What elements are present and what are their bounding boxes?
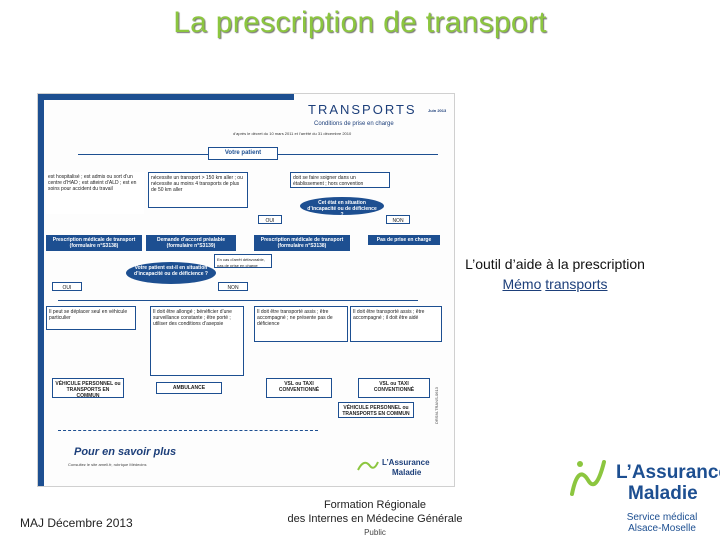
logo-name: Maladie [628, 483, 698, 504]
non-label-2: NON [218, 282, 248, 291]
memo-link-word[interactable]: Mémo [502, 276, 542, 292]
assurance-maladie-logo: L’Assurance Maladie [566, 450, 720, 510]
service-medical-label: Service médical Alsace-Moselle [612, 512, 712, 534]
tool-description: L’outil d’aide à la prescription Mémo tr… [430, 254, 680, 294]
oui-label-2: OUI [52, 282, 82, 291]
memo-header-date: Juin 2013 [428, 108, 447, 113]
footnote-divider [58, 430, 318, 431]
criteria-hors-convention-box: doit se faire soigner dans un établissem… [290, 172, 390, 188]
result-vehicule-personnel-2: VÉHICULE PERSONNEL ou TRANSPORTS EN COMM… [338, 402, 414, 418]
memo-transports-link[interactable]: Mémo transports [430, 274, 680, 294]
result-vsl-taxi-1: VSL ou TAXI CONVENTIONNÉ [266, 378, 332, 398]
case-seul-box: Il peut se déplacer seul en véhicule par… [46, 306, 136, 330]
memo-side-bar [38, 94, 44, 486]
case-allonge-box: Il doit être allongé ; bénéficier d’une … [150, 306, 244, 376]
result-vsl-taxi-2: VSL ou TAXI CONVENTIONNÉ [358, 378, 430, 398]
case-assis-box: Il doit être transporté assis ; être acc… [254, 306, 348, 342]
service-line-1: Service médical [626, 512, 698, 523]
logo-article: L’Assurance [616, 462, 720, 483]
footer-event: Formation Régionale des Internes en Méde… [260, 498, 490, 540]
memo-transports-document: TRANSPORTS Juin 2013 Conditions de prise… [37, 93, 455, 487]
result-vehicule-personnel-1: VÉHICULE PERSONNEL ou TRANSPORTS EN COMM… [52, 378, 124, 398]
more-info-heading: Pour en savoir plus [74, 446, 177, 458]
logo-swoosh-icon [570, 460, 606, 496]
criteria-hospitalise-box: est hospitalisé ; est admis ou sort d’un… [46, 172, 144, 214]
footer-date: MAJ Décembre 2013 [20, 516, 133, 530]
case-aide-box: Il doit être transporté assis ; être acc… [350, 306, 442, 342]
prescription-box-2: Prescription médicale de transport (form… [254, 235, 350, 251]
memo-subtitle-2: d’après le décret du 10 mars 2011 et l’a… [233, 131, 352, 136]
more-info-detail: Consultez le site ameli.fr, rubrique Méd… [68, 462, 147, 467]
service-line-2: Alsace-Moselle [628, 523, 696, 534]
footer-event-line-1: Formation Régionale [323, 499, 427, 511]
note-defavorable: En cas d’arrêt défavorable, pas de prise… [214, 254, 272, 268]
accord-prealable-box: Demande d’accord préalable (formulaire n… [146, 235, 236, 251]
criteria-distance-box: nécessite un transport > 150 km aller ; … [148, 172, 248, 208]
oui-label-1: OUI [258, 215, 282, 224]
non-label-1: NON [386, 215, 410, 224]
question-incapacite-2: Votre patient est-il en situation d’inca… [126, 262, 216, 284]
result-ambulance: AMBULANCE [156, 382, 222, 394]
tool-description-line: L’outil d’aide à la prescription [465, 256, 645, 272]
memo-header: TRANSPORTS [308, 102, 417, 117]
prescription-box-1: Prescription médicale de transport (form… [46, 235, 142, 251]
transports-link-word[interactable]: transports [545, 276, 608, 292]
patient-box: Votre patient [208, 147, 278, 160]
memo-brand-article: L’Assurance [382, 458, 430, 467]
no-charge-box: Pas de prise en charge [368, 235, 440, 245]
footer-event-line-2: des Internes en Médecine Générale [287, 513, 463, 525]
question-incapacite-1: Cet état en situation d’incapacité ou de… [300, 197, 384, 218]
slide-title: La prescription de transport [173, 6, 547, 39]
memo-subtitle: Conditions de prise en charge [314, 121, 394, 127]
document-code: DRSM-TRANS-0613 [434, 387, 439, 424]
branch-line [58, 300, 418, 301]
assurance-maladie-small-logo [357, 461, 379, 471]
memo-brand-name: Maladie [392, 468, 422, 477]
footer-public-label: Public [364, 528, 386, 537]
memo-top-bar [44, 94, 294, 100]
